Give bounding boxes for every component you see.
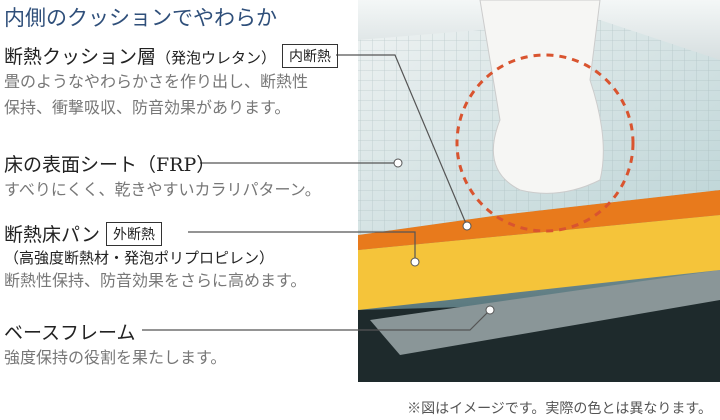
insulated-floor-pan (358, 215, 720, 310)
point-cushion (462, 221, 472, 231)
layer-heading: 断熱床パン外断熱 (4, 220, 306, 247)
cushion-layer (358, 190, 720, 250)
layer-heading: 断熱クッション層（発泡ウレタン） 内断熱 (4, 42, 339, 69)
layer-desc: すべりにくく、乾きやすいカラリパターン。 (4, 180, 321, 199)
layer-name: 断熱クッション層 (4, 46, 157, 68)
outer-insulation-tag: 外断熱 (105, 222, 162, 246)
inner-insulation-tag: 内断熱 (282, 44, 339, 68)
layer-name: 床の表面シート（FRP） (4, 154, 216, 176)
layer-sub: （発泡ウレタン） (156, 49, 277, 67)
point-frp (393, 158, 403, 168)
layer-desc: 畳のようなやわらかさを作り出し、断熱性 (4, 72, 309, 91)
leader-lines (142, 54, 491, 331)
point-base-frame (485, 305, 495, 315)
layer-name: ベースフレーム (4, 322, 136, 344)
layer-desc: 保持、衝撃吸収、防音効果があります。 (4, 98, 291, 117)
layer-floor-pan: 断熱床パン外断熱 （高強度断熱材・発泡ポリプロピレン） 断熱性保持、防音効果をさ… (4, 220, 306, 294)
point-floor-pan (410, 257, 420, 267)
page-title: 内側のクッションでやわらか (4, 6, 277, 30)
layer-base-frame: ベースフレーム 強度保持の役割を果たします。 (4, 318, 226, 371)
layer-frp: 床の表面シート（FRP） すべりにくく、乾きやすいカラリパターン。 (4, 150, 321, 203)
layer-sub: （高強度断熱材・発泡ポリプロピレン） (4, 249, 275, 267)
layer-cushion: 断熱クッション層（発泡ウレタン）内断熱 畳のようなやわらかさを作り出し、断熱性 … (4, 42, 339, 121)
highlight-circle (455, 53, 635, 233)
leader-line-floor-pan (188, 231, 416, 262)
leader-line-base-frame (142, 309, 491, 331)
base-frame-ribs (370, 270, 720, 355)
layer-name: 断熱床パン (4, 224, 100, 246)
disclaimer-note: ※図はイメージです。実際の色とは異なります。 (407, 401, 712, 417)
layer-desc: 強度保持の役割を果たします。 (4, 348, 227, 367)
foot (479, 0, 604, 194)
leader-line-cushion (336, 54, 468, 227)
layer-desc: 断熱性保持、防音効果をさらに高めます。 (4, 271, 307, 290)
